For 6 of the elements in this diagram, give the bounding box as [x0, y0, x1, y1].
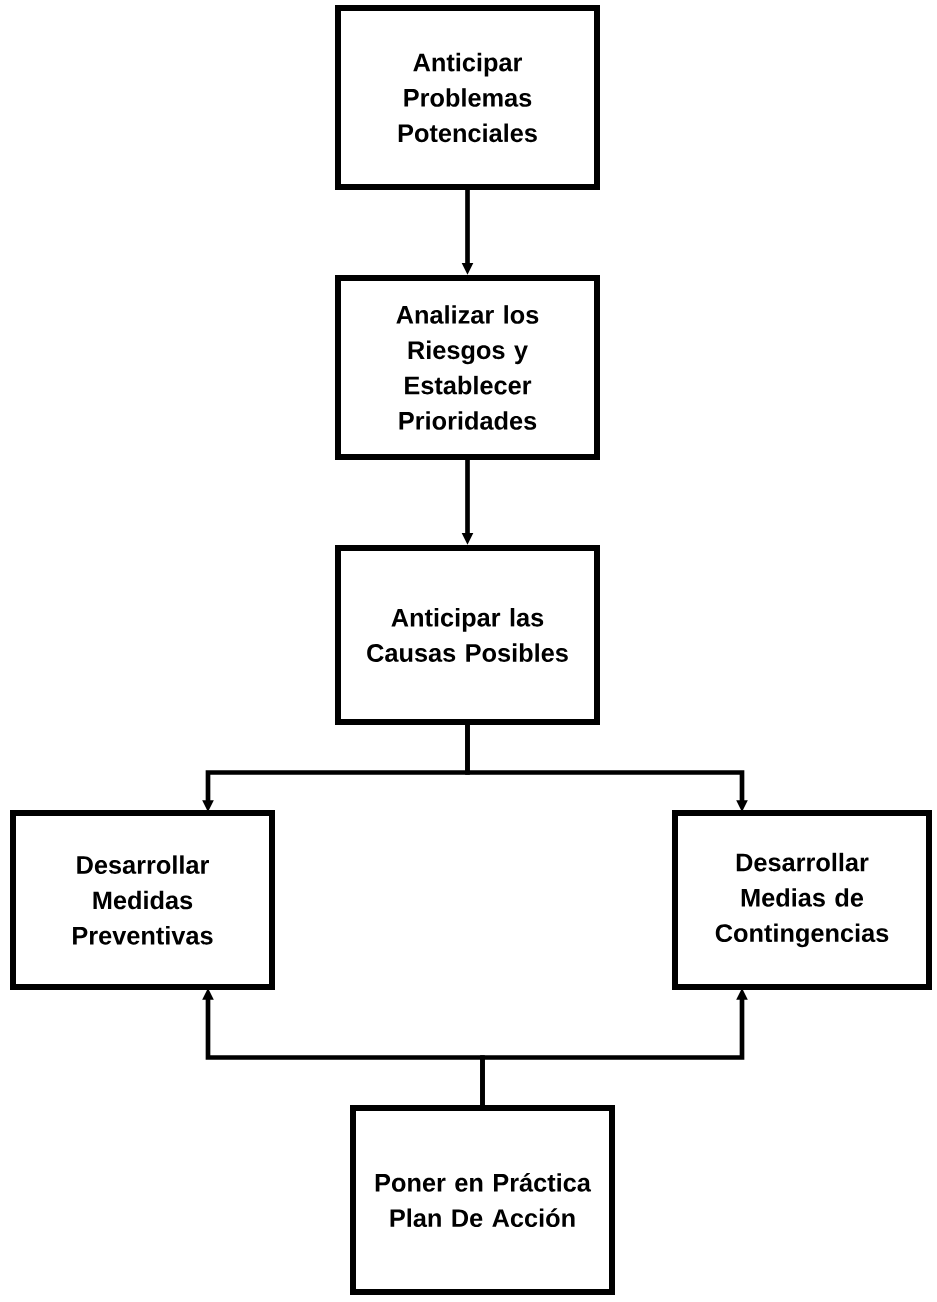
process-box: Desarrollar Medias de Contingencias [672, 810, 932, 990]
process-box: Analizar los Riesgos y Establecer Prioridades [335, 275, 600, 460]
process-box: Anticipar Problemas Potenciales [335, 5, 600, 190]
process-box: Anticipar las Causas Posibles [335, 545, 600, 725]
process-box: Desarrollar Medidas Preventivas [10, 810, 275, 990]
process-box: Poner en Práctica Plan De Acción [350, 1105, 615, 1295]
